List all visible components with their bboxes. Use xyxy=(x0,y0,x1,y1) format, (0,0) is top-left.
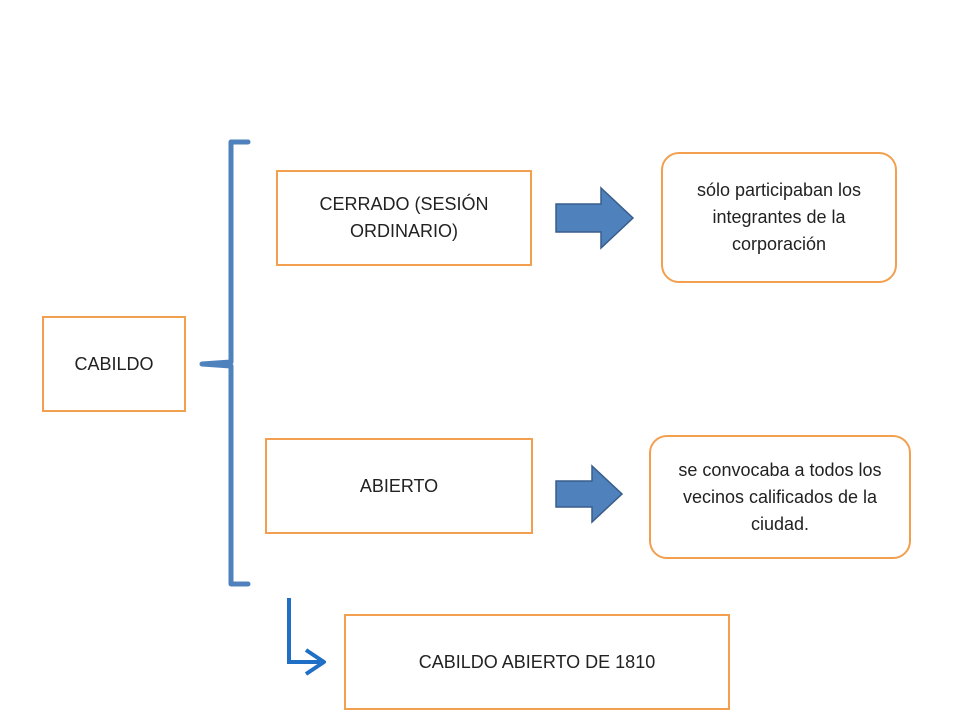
node-cerrado-label: CERRADO (SESIÓN ORDINARIO) xyxy=(319,194,489,241)
node-cerrado-result-text: sólo participaban los integrantes de la … xyxy=(696,180,862,254)
arrow-abierto xyxy=(555,464,624,524)
node-cabildo: CABILDO xyxy=(42,316,186,412)
node-abierto: ABIERTO xyxy=(265,438,533,534)
node-abierto-label: ABIERTO xyxy=(359,475,439,496)
node-cerrado-result: sólo participaban los integrantes de la … xyxy=(661,152,897,283)
elbow-arrowhead xyxy=(304,648,326,676)
node-cabildo-label: CABILDO xyxy=(74,353,154,374)
node-abierto-result-text: se convocaba a todos los vecinos calific… xyxy=(678,459,882,534)
node-cerrado: CERRADO (SESIÓN ORDINARIO) xyxy=(276,170,532,266)
node-cabildo-1810-label: CABILDO ABIERTO DE 1810 xyxy=(418,651,656,672)
node-cabildo-1810: CABILDO ABIERTO DE 1810 xyxy=(344,614,730,710)
elbow-connector xyxy=(287,598,320,664)
brace-shape xyxy=(199,139,251,587)
node-abierto-result: se convocaba a todos los vecinos calific… xyxy=(649,435,911,559)
arrow-cerrado xyxy=(555,186,635,250)
